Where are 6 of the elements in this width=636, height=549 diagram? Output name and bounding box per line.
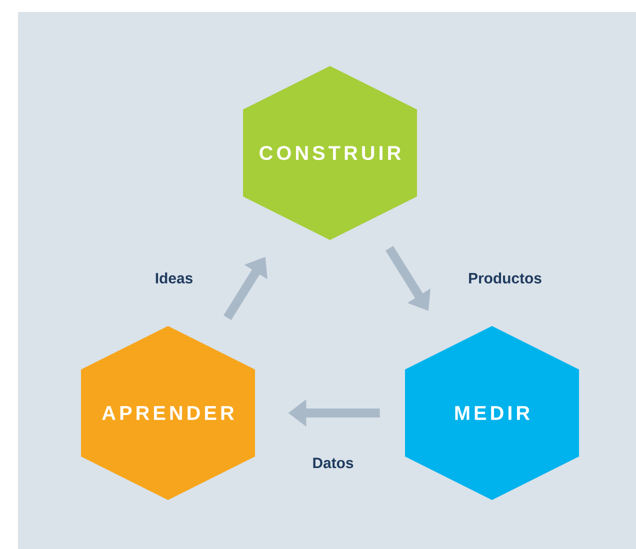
edge-label: Datos [313,458,354,468]
hexagon: MEDIR [405,326,579,500]
hexagon: APRENDER [81,326,255,500]
hexagon: CONSTRUIR [243,66,417,240]
edge-label: Productos [469,272,542,284]
edge-label: Ideas [156,272,192,284]
